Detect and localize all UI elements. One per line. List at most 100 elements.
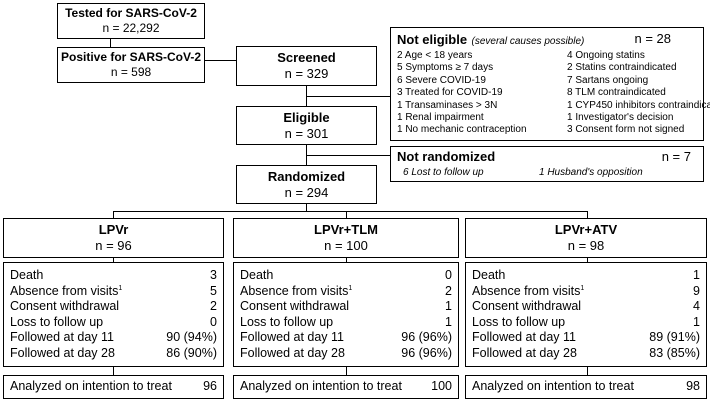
not-randomized-reason: 1 Husband's opposition [539, 167, 643, 178]
detail-value: 89 (91%) [649, 330, 700, 345]
randomized-value: n = 294 [284, 185, 329, 200]
footnote-marker: 1 [118, 284, 123, 292]
tested-label: Tested for SARS-CoV-2 [65, 6, 197, 20]
detail-row: Consent withdrawal 2 [10, 299, 217, 315]
arm-n: n = 98 [567, 238, 605, 253]
not-eligible-note: (several causes possible) [471, 36, 585, 47]
connector-arm1-analyzed [113, 366, 114, 375]
not-eligible-reason: 1 Transaminases > 3N [397, 99, 498, 111]
connector-screened-eligible [306, 85, 307, 106]
detail-row: Absence from visits1 9 [472, 284, 700, 300]
connector-tested-positive [110, 38, 111, 48]
detail-label: Followed at day 28 [10, 345, 115, 360]
detail-row: Death 1 [472, 268, 700, 284]
analyzed-value: 98 [686, 379, 700, 393]
not-eligible-total: n = 28 [634, 31, 671, 46]
detail-value: 83 (85%) [649, 345, 700, 360]
not-eligible-reason: 4 Ongoing statins [567, 50, 645, 61]
detail-label: Consent withdrawal [10, 299, 120, 314]
not-eligible-reason: 5 Symptoms ≥ 7 days [397, 62, 494, 74]
analyzed-lpvr: Analyzed on intention to treat 96 [3, 375, 224, 399]
tested-box: Tested for SARS-CoV-2 n = 22,292 [57, 3, 205, 39]
not-eligible-box: Not eligible (several causes possible) n… [390, 27, 710, 141]
not-eligible-reason: 1 Renal impairment [397, 111, 484, 123]
not-randomized-total: n = 7 [661, 149, 691, 164]
connector-arm3-details [587, 257, 588, 262]
connector-branch-arm3 [587, 211, 588, 218]
analyzed-lpvr-tlm: Analyzed on intention to treat 100 [233, 375, 459, 399]
detail-label: Followed at day 28 [240, 345, 345, 360]
detail-value: 1 [693, 268, 700, 282]
connector-randomized-branch [306, 203, 307, 211]
not-eligible-reason: 3 Consent form not signed [567, 124, 685, 136]
detail-value: 1 [445, 314, 452, 329]
screened-value: n = 329 [284, 66, 329, 81]
not-eligible-reason: 3 Treated for COVID-19 [397, 87, 503, 99]
detail-value: 2 [445, 283, 452, 298]
detail-row: Followed at day 28 96 (96%) [240, 346, 452, 362]
arm-name: LPVr [98, 222, 129, 237]
connector-spine-not-randomized [306, 155, 390, 156]
detail-row: Followed at day 11 89 (91%) [472, 330, 700, 346]
detail-value: 1 [445, 299, 452, 314]
detail-value: 0 [210, 314, 217, 329]
analyzed-label: Analyzed on intention to treat [472, 379, 634, 393]
connector-branch-arm1 [113, 211, 114, 218]
not-eligible-reason: 1 No mechanic contraception [397, 124, 527, 136]
detail-label: Consent withdrawal [472, 299, 582, 314]
tested-value: n = 22,292 [102, 21, 160, 35]
not-eligible-reason: 1 Investigator's decision [567, 111, 674, 123]
detail-label: Followed at day 11 [472, 330, 576, 345]
positive-box: Positive for SARS-CoV-2 n = 598 [57, 47, 205, 83]
detail-value: 86 (90%) [166, 345, 217, 360]
randomized-label: Randomized [267, 169, 346, 184]
detail-value: 90 (94%) [166, 330, 217, 345]
detail-value: 3 [210, 268, 217, 282]
detail-label: Absence from visits [10, 283, 119, 298]
detail-label: Followed at day 11 [10, 330, 114, 345]
arm-header-lpvr-atv: LPVr+ATV n = 98 [465, 218, 707, 258]
not-eligible-title: Not eligible [397, 32, 468, 47]
analyzed-lpvr-atv: Analyzed on intention to treat 98 [465, 375, 707, 399]
connector-arm3-analyzed [587, 366, 588, 375]
not-randomized-reason: 6 Lost to follow up [403, 167, 484, 178]
analyzed-label: Analyzed on intention to treat [10, 379, 172, 393]
connector-branch-horizontal [113, 211, 587, 212]
connector-positive-screened [204, 60, 236, 61]
analyzed-value: 100 [431, 379, 452, 393]
positive-value: n = 598 [110, 65, 152, 79]
detail-value: 2 [210, 299, 217, 314]
connector-eligible-randomized [306, 144, 307, 165]
detail-label: Death [240, 268, 274, 282]
detail-row: Followed at day 28 86 (90%) [10, 346, 217, 362]
positive-label: Positive for SARS-CoV-2 [60, 50, 202, 64]
connector-branch-arm2 [346, 211, 347, 218]
detail-label: Death [472, 268, 506, 282]
connector-arm2-details [346, 257, 347, 262]
detail-value: 9 [693, 283, 700, 298]
footnote-marker: 1 [580, 284, 585, 292]
detail-value: 4 [693, 299, 700, 314]
analyzed-value: 96 [203, 379, 217, 393]
connector-arm2-analyzed [346, 366, 347, 375]
detail-value: 96 (96%) [401, 345, 452, 360]
not-eligible-reason: 8 TLM contraindicated [567, 87, 666, 99]
detail-value: 96 (96%) [401, 330, 452, 345]
not-eligible-reason: 7 Sartans ongoing [567, 74, 649, 86]
detail-value: 0 [445, 268, 452, 282]
connector-spine-not-eligible [306, 96, 390, 97]
analyzed-label: Analyzed on intention to treat [240, 379, 402, 393]
randomized-box: Randomized n = 294 [236, 165, 377, 204]
detail-label: Absence from visits [472, 283, 581, 298]
detail-label: Loss to follow up [472, 314, 566, 329]
screened-box: Screened n = 329 [236, 46, 377, 86]
not-eligible-reason: 2 Age < 18 years [397, 50, 473, 61]
